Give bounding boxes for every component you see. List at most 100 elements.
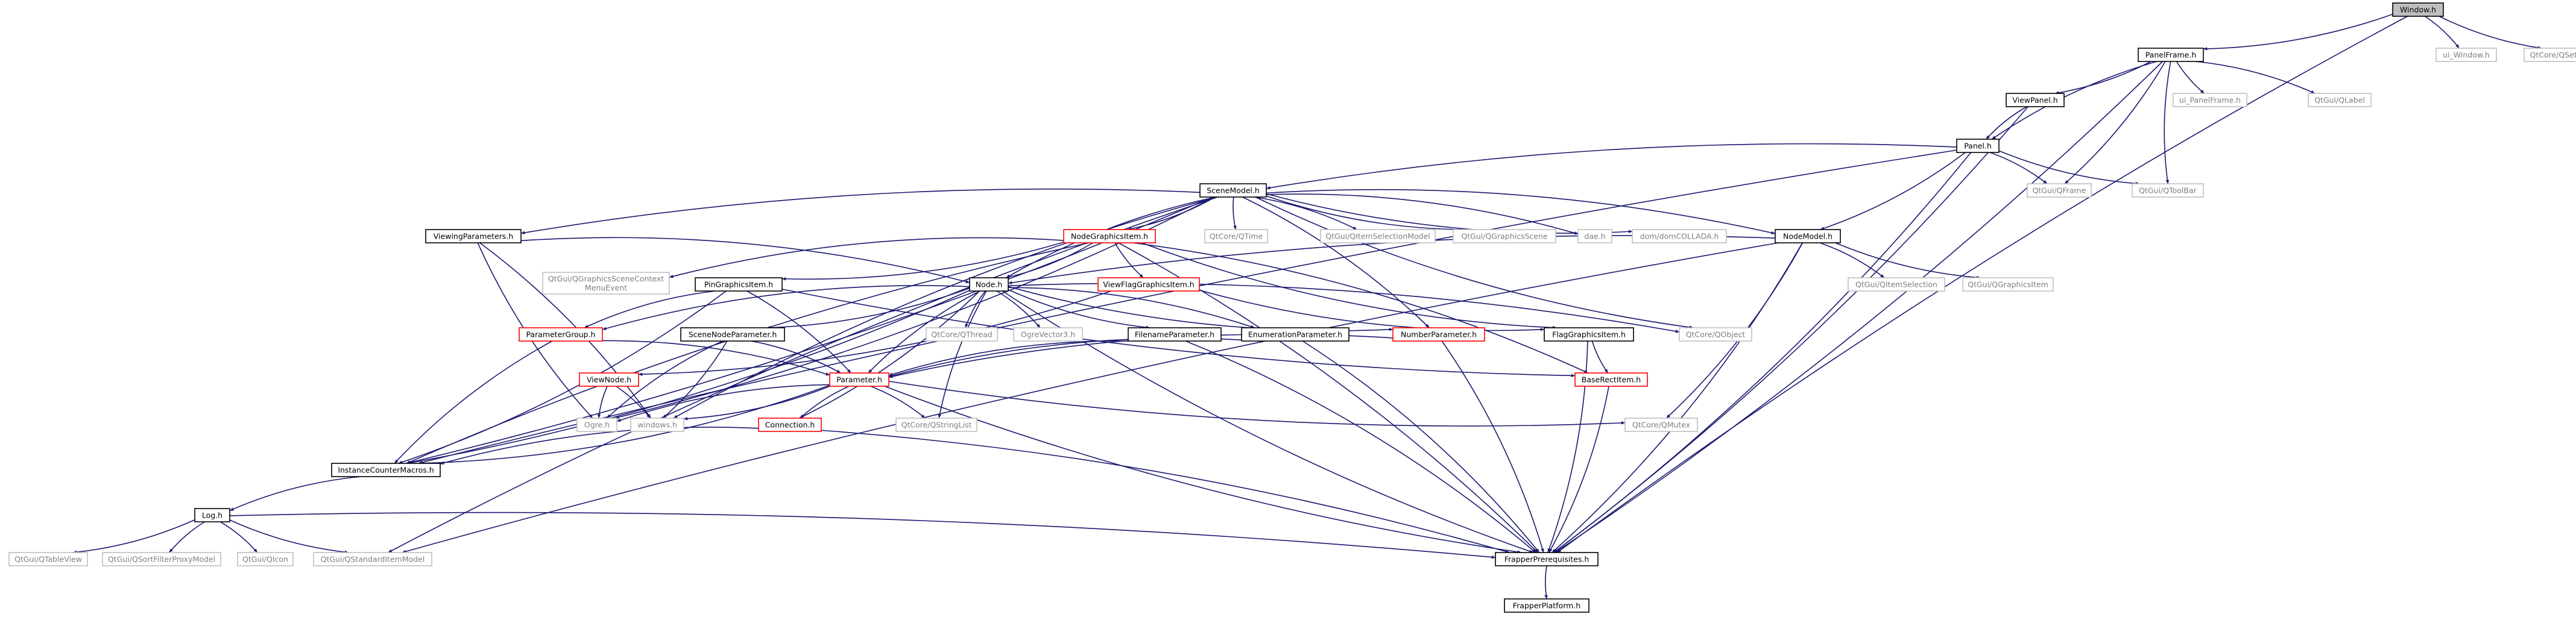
node-box	[630, 418, 684, 432]
node-box	[680, 327, 785, 342]
edge-layer	[72, 13, 2542, 600]
edge-panel_h-to-frapperprerequisites_h	[1553, 152, 1972, 553]
node-label: QtGui/QGraphicsSceneContext	[548, 274, 664, 283]
node-node-h[interactable]: Node.h	[969, 277, 1009, 292]
edge-nodegraphicsitem_h-to-pingraphicsitem_h	[781, 242, 1064, 281]
node-numberparameter-h[interactable]: NumberParameter.h	[1392, 327, 1485, 342]
edge-panelframe_h-to-qt_qframe	[2064, 61, 2166, 184]
node-label: NodeModel.h	[1783, 232, 1833, 241]
node-scenenodeparameter-h[interactable]: SceneNodeParameter.h	[680, 327, 785, 342]
node-box	[2006, 93, 2065, 107]
node-box	[1495, 552, 1599, 566]
node-qt-qtableview: QtGui/QTableView	[8, 552, 88, 566]
edge-window_h-to-ui_window_h	[2425, 16, 2460, 49]
node-label: QtGui/QToolBar	[2139, 186, 2197, 195]
node-pingraphicsitem-h[interactable]: PinGraphicsItem.h	[695, 277, 783, 292]
node-label: FlagGraphicsItem.h	[1552, 330, 1626, 339]
edge-viewpanel_h-to-panel_h	[1986, 106, 2027, 140]
node-ui-panelframe-h: ui_PanelFrame.h	[2173, 93, 2247, 107]
node-label: QtGui/QGraphicsScene	[1461, 232, 1547, 241]
node-viewingparameters-h[interactable]: ViewingParameters.h	[425, 229, 522, 243]
node-instancecountermacros-h[interactable]: InstanceCounterMacros.h	[331, 463, 441, 477]
node-label: QtGui/QGraphicsItem	[1968, 280, 2048, 289]
node-label: EnumerationParameter.h	[1248, 330, 1342, 339]
node-label: SceneModel.h	[1207, 186, 1260, 195]
node-box	[1013, 327, 1083, 342]
node-ogrevector3-h: OgreVector3.h	[1013, 327, 1083, 342]
node-frapperplatform-h[interactable]: FrapperPlatform.h	[1504, 598, 1589, 613]
edge-node_h-to-enumerationparameter_h	[1008, 287, 1255, 328]
node-viewflaggraphicsitem-h[interactable]: ViewFlagGraphicsItem.h	[1097, 277, 1200, 292]
edge-scenemodel_h-to-windows_h	[673, 196, 1217, 419]
node-label: ViewNode.h	[587, 375, 631, 384]
node-box	[331, 463, 441, 477]
node-box	[1624, 418, 1698, 432]
node-qt-qitemselectionmodel: QtGui/QItemSelectionModel	[1320, 229, 1436, 243]
node-box	[1453, 229, 1556, 243]
node-label: QtGui/QFrame	[2033, 186, 2086, 195]
node-window-h[interactable]: Window.h	[2392, 2, 2444, 17]
edge-node_h-to-qt_qthread	[965, 290, 986, 328]
node-label: QtCore/QSettings	[2530, 51, 2576, 60]
node-box	[313, 552, 432, 566]
node-qt-qstandarditemmodel: QtGui/QStandardItemModel	[313, 552, 432, 566]
node-label: FilenameParameter.h	[1135, 330, 1214, 339]
node-label: QtGui/QStandardItemModel	[321, 555, 425, 564]
node-baserectitem-h[interactable]: BaseRectItem.h	[1574, 372, 1648, 387]
node-label: dae.h	[1584, 232, 1605, 241]
node-box	[926, 327, 998, 342]
node-qt-qframe: QtGui/QFrame	[2027, 183, 2092, 198]
node-box	[2132, 183, 2204, 198]
edge-log_h-to-frapperprerequisites_h	[229, 512, 1496, 559]
node-label: QtCore/QStringList	[901, 421, 972, 430]
edge-parametergroup_h-to-parameter_h	[602, 340, 830, 376]
edge-flaggraphicsitem_h-to-baserectitem_h	[1591, 340, 1609, 374]
node-nodegraphicsitem-h[interactable]: NodeGraphicsItem.h	[1063, 229, 1156, 243]
node-label: QtGui/QItemSelectionModel	[1325, 232, 1430, 241]
node-box	[579, 372, 639, 387]
edge-baserectitem_h-to-frapperprerequisites_h	[1548, 386, 1609, 553]
node-scenemodel-h[interactable]: SceneModel.h	[1199, 183, 1267, 198]
node-frapperprerequisites-h[interactable]: FrapperPrerequisites.h	[1495, 552, 1599, 566]
node-box	[1632, 229, 1727, 243]
node-label: QtGui/QLabel	[2314, 96, 2365, 105]
node-enumerationparameter-h[interactable]: EnumerationParameter.h	[1241, 327, 1350, 342]
node-box	[1775, 229, 1841, 243]
edge-filenameparameter_h-to-parameter_h	[888, 340, 1129, 376]
edge-scenemodel_h-to-qt_qitemselectionmodel	[1254, 196, 1357, 230]
node-box	[194, 508, 230, 522]
node-flaggraphicsitem-h[interactable]: FlagGraphicsItem.h	[1544, 327, 1634, 342]
node-box	[829, 372, 889, 387]
node-box	[1241, 327, 1350, 342]
node-label: QtCore/QThread	[931, 330, 992, 339]
node-box	[1574, 372, 1648, 387]
node-label: Connection.h	[765, 421, 815, 430]
node-viewpanel-h[interactable]: ViewPanel.h	[2006, 93, 2065, 107]
node-box	[425, 229, 522, 243]
node-label: PinGraphicsItem.h	[704, 280, 773, 289]
node-box	[969, 277, 1009, 292]
node-label: BaseRectItem.h	[1582, 375, 1641, 384]
node-parametergroup-h[interactable]: ParameterGroup.h	[519, 327, 603, 342]
node-filenameparameter-h[interactable]: FilenameParameter.h	[1128, 327, 1222, 342]
node-viewnode-h[interactable]: ViewNode.h	[579, 372, 639, 387]
node-nodemodel-h[interactable]: NodeModel.h	[1775, 229, 1841, 243]
node-log-h[interactable]: Log.h	[194, 508, 230, 522]
node-qt-qgraphicsscene: QtGui/QGraphicsScene	[1453, 229, 1556, 243]
node-qt-qsortfilterproxymodel: QtGui/QSortFilterProxyModel	[102, 552, 221, 566]
edge-flaggraphicsitem_h-to-frapperprerequisites_h	[1547, 340, 1588, 553]
node-box	[542, 272, 670, 295]
node-dom-collada-h: dom/domCOLLADA.h	[1632, 229, 1727, 243]
edge-node_h-to-numberparameter_h	[1008, 286, 1394, 331]
node-panel-h[interactable]: Panel.h	[1956, 139, 2000, 153]
edge-window_h-to-frapperprerequisites_h	[1556, 16, 2408, 553]
node-panelframe-h[interactable]: PanelFrame.h	[2138, 48, 2204, 62]
node-label: Panel.h	[1964, 142, 1992, 151]
edge-pingraphicsitem_h-to-baserectitem_h	[781, 289, 1576, 378]
node-parameter-h[interactable]: Parameter.h	[829, 372, 889, 387]
node-box	[1063, 229, 1156, 243]
node-connection-h[interactable]: Connection.h	[758, 418, 822, 432]
node-label: QtGui/QIcon	[242, 555, 288, 564]
edge-window_h-to-qt_qsettings	[2439, 16, 2542, 49]
